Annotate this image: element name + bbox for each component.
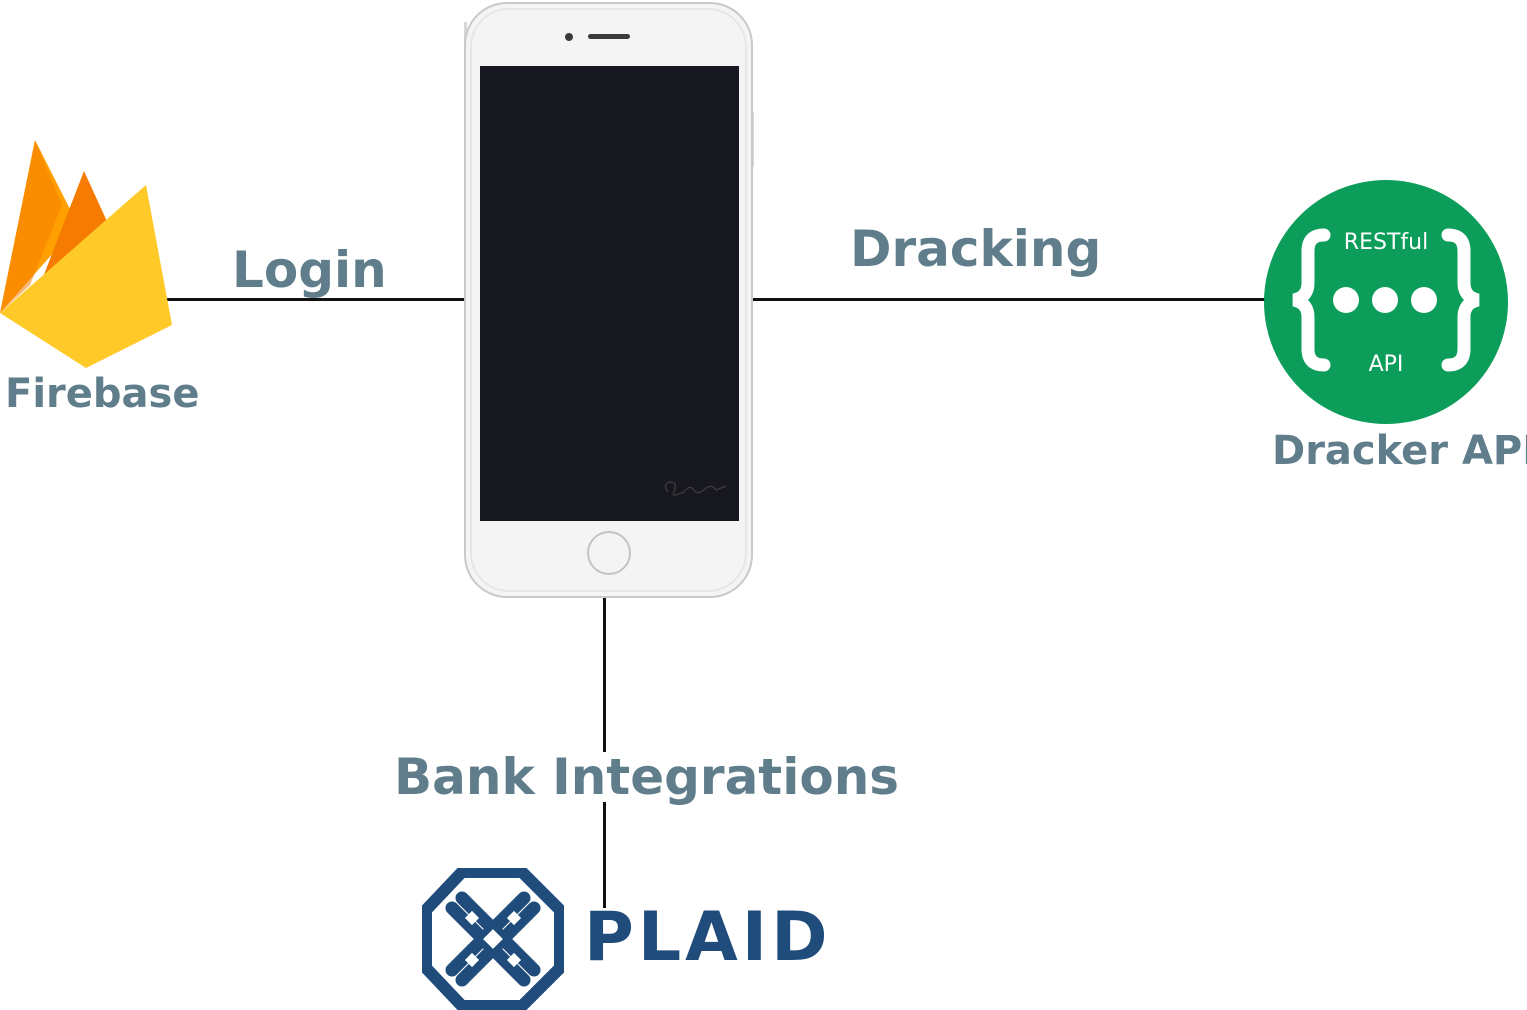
plaid-wordmark: PLAID xyxy=(584,898,832,977)
smartphone-icon xyxy=(464,2,754,598)
plaid-logo: PLAID xyxy=(422,868,828,1010)
login-connector xyxy=(165,298,467,301)
tracking-edge-label: Dracking xyxy=(846,224,1106,274)
smartphone xyxy=(463,2,755,598)
restful-api-icon xyxy=(1292,228,1480,372)
firebase-label: Firebase xyxy=(5,371,200,417)
api-badge-top-text: RESTful xyxy=(1343,230,1429,255)
firebase-flame-icon xyxy=(0,140,172,368)
restful-api-badge: RESTful API xyxy=(1264,180,1508,424)
plaid-logo-icon xyxy=(422,868,564,1010)
login-edge-label: Login xyxy=(228,245,391,295)
api-badge-bottom-text: API xyxy=(1368,352,1404,377)
api-label: Dracker API xyxy=(1272,428,1527,474)
tracking-connector xyxy=(752,298,1267,301)
bank-edge-label: Bank Integrations xyxy=(390,752,904,802)
